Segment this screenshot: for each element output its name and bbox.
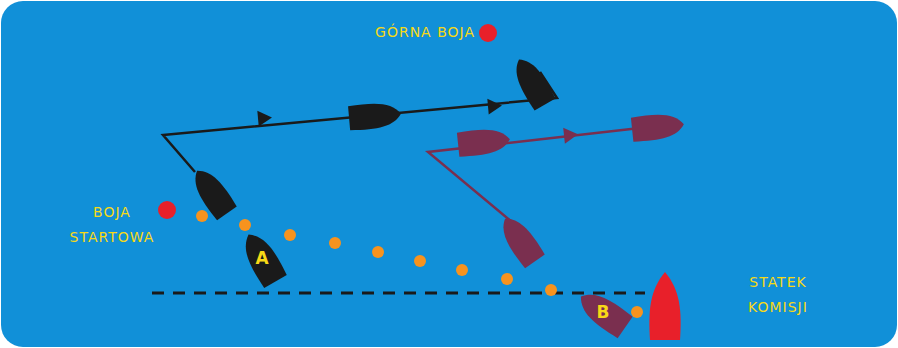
caption-label: GÓRNA BOJA [360, 20, 490, 45]
course-line [163, 72, 557, 172]
boat [508, 53, 556, 111]
caption-label: STATEK KOMISJI [730, 270, 826, 320]
boat [457, 127, 511, 158]
start-line [152, 292, 645, 295]
caption-label: BOJA STARTOWA [62, 200, 162, 250]
arrowhead [563, 126, 579, 143]
boat-letter: B [597, 304, 610, 321]
boat [495, 211, 546, 268]
boat-letter: A [255, 250, 268, 267]
boat-node: A [230, 226, 294, 290]
layline-dots [196, 210, 643, 318]
boat [348, 101, 402, 131]
start-buoy [158, 201, 176, 219]
top-buoy [479, 24, 497, 42]
boat-node: B [571, 280, 635, 344]
boat [187, 163, 238, 220]
committee-boat [649, 272, 680, 340]
arrowhead [487, 97, 502, 114]
boat [631, 112, 685, 143]
arrowhead [257, 109, 272, 126]
